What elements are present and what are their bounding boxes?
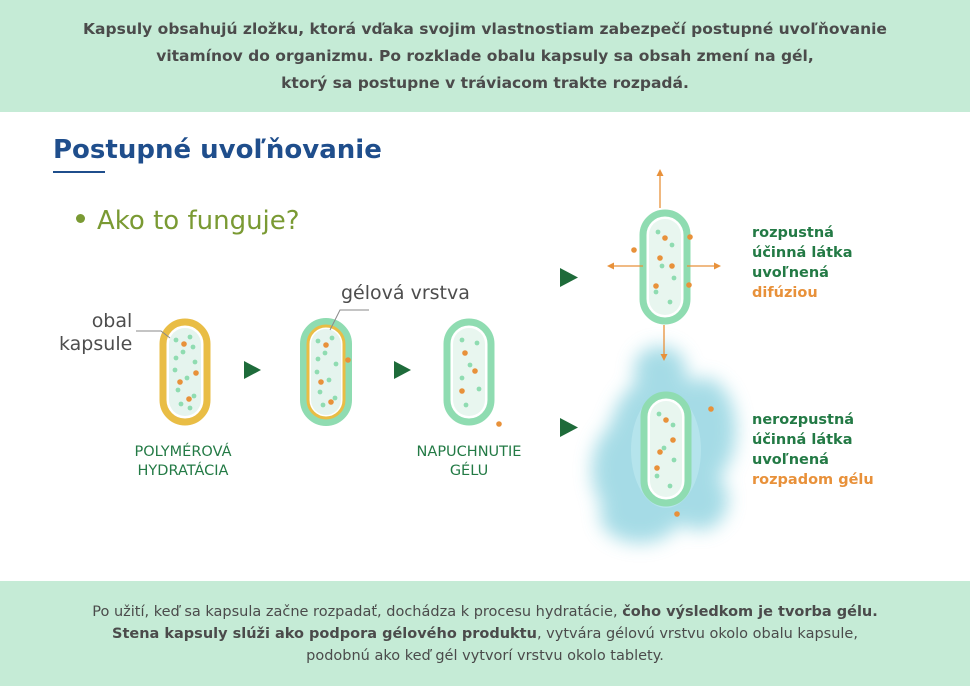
arrow-step-2: [394, 361, 411, 379]
footer-line-1-bold: čoho výsledkom je tvorba gélu.: [622, 603, 878, 620]
result-insoluble-line-1: nerozpustná: [752, 412, 855, 428]
label-kapsule: kapsule: [59, 333, 133, 355]
result-insoluble-line-3: uvoľnená: [752, 452, 829, 468]
footer-line-3: podobnú ako keď gél vytvorí vrstvu okolo…: [306, 647, 664, 664]
result-diffusion-label: rozpustná účinná látka uvoľnená difúziou: [752, 223, 852, 303]
capsule-swelled-gel: [443, 318, 502, 427]
result-soluble-line-2: účinná látka: [752, 245, 853, 261]
intro-line-3: ktorý sa postupne v tráviacom trakte roz…: [281, 73, 689, 92]
step-swelling-line-1: NAPUCHNUTIE: [416, 444, 522, 460]
footer-line-2: Stena kapsuly slúži ako podpora gélového…: [112, 623, 858, 645]
leader-obal: [136, 330, 171, 339]
footer-band: Po užití, keď sa kapsula začne rozpadať,…: [0, 581, 970, 686]
step-hydration-line-1: POLYMÉROVÁ: [134, 444, 232, 460]
result-soluble-line-1: rozpustná: [752, 225, 834, 241]
intro-line-2: vitamínov do organizmu. Po rozklade obal…: [156, 46, 814, 65]
bullet-dot: [76, 214, 85, 223]
result-soluble-line-4: difúziou: [752, 285, 818, 301]
step-swelling-label: NAPUCHNUTIE GÉLU: [404, 443, 534, 481]
result-insoluble-line-2: účinná látka: [752, 432, 853, 448]
question-heading: Ako to funguje?: [76, 206, 300, 236]
step-swelling-line-2: GÉLU: [449, 463, 489, 479]
capsule-hydration: [159, 318, 211, 426]
result-decomposition-label: nerozpustná účinná látka uvoľnená rozpad…: [752, 410, 874, 490]
label-obal: obal: [91, 310, 133, 332]
arrow-step-1: [244, 361, 261, 379]
leader-gel: [329, 309, 369, 331]
result-soluble-line-3: uvoľnená: [752, 265, 829, 281]
arrow-to-decomposition: [560, 418, 578, 437]
intro-band: Kapsuly obsahujú zložku, ktorá vďaka svo…: [0, 0, 970, 112]
footer-line-2-text: , vytvára gélovú vrstvu okolo obalu kaps…: [536, 625, 858, 642]
arrow-to-diffusion: [560, 268, 578, 287]
page-title: Postupné uvoľňovanie: [53, 135, 382, 165]
footer-line-1: Po užití, keď sa kapsula začne rozpadať,…: [92, 601, 878, 623]
capsule-diffusion: [607, 169, 721, 361]
question-text: Ako to funguje?: [97, 206, 300, 236]
intro-line-1: Kapsuly obsahujú zložku, ktorá vďaka svo…: [83, 19, 887, 38]
label-capsule-shell: obal kapsule: [59, 310, 133, 356]
capsule-gel-layer: [300, 318, 352, 426]
step-hydration-line-2: HYDRATÁCIA: [137, 463, 229, 479]
footer-line-1-text: Po užití, keď sa kapsula začne rozpadať,…: [92, 603, 623, 620]
capsule-gel-decomposition: [640, 391, 714, 517]
footer-line-2-bold: Stena kapsuly slúži ako podpora gélového…: [112, 625, 537, 642]
title-underline: [53, 171, 105, 173]
step-arrows: [244, 268, 578, 437]
label-gel-layer: gélová vrstva: [341, 282, 470, 304]
result-insoluble-line-4: rozpadom gélu: [752, 472, 874, 488]
step-hydration-label: POLYMÉROVÁ HYDRATÁCIA: [118, 443, 248, 481]
